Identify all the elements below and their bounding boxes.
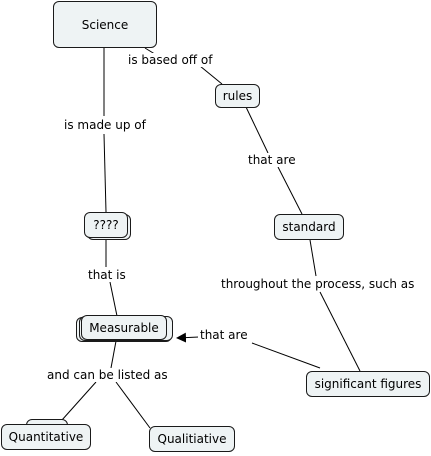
concept-qualitative-label: Qualitiative: [157, 432, 227, 446]
connector-that-is-measurable: [109, 281, 118, 317]
connector-that-are-measurable-arrow: [176, 332, 200, 343]
concept-measurable[interactable]: Measurable: [81, 315, 167, 340]
connector-standard-throughout: [309, 239, 317, 277]
concept-rules-label: rules: [222, 89, 253, 103]
connector-based-off-rules: [199, 65, 223, 85]
link-throughout: throughout the process, such as: [219, 277, 417, 291]
connector-listed-as-quantitative: [61, 381, 97, 421]
connector-rules-that-are: [245, 106, 269, 154]
concept-quantitative-label: Quantitative: [8, 430, 84, 444]
concept-unknown[interactable]: ????: [84, 212, 128, 238]
connector-listed-as-qualitative: [115, 381, 151, 429]
concept-measurable-label: Measurable: [89, 320, 159, 335]
link-based-off: is based off of: [126, 53, 215, 67]
connector-throughout-sigfigs: [319, 291, 361, 372]
concept-quantitative[interactable]: Quantitative: [1, 424, 91, 450]
concept-standard-label: standard: [282, 220, 336, 234]
link-listed-as: and can be listed as: [45, 368, 170, 382]
connector-measurable-listed-as: [110, 340, 117, 369]
link-that-are-2: that are: [198, 328, 250, 342]
concept-standard[interactable]: standard: [274, 214, 344, 240]
connector-made-up-unknown: [103, 133, 107, 213]
concept-rules[interactable]: rules: [215, 84, 260, 108]
concept-significant-figures-label: significant figures: [314, 377, 422, 391]
link-made-up-of: is made up of: [62, 118, 148, 132]
concept-qualitative[interactable]: Qualitiative: [149, 426, 235, 452]
concept-significant-figures[interactable]: significant figures: [306, 371, 430, 397]
concept-science-label: Science: [81, 17, 129, 32]
concept-science[interactable]: Science: [53, 1, 157, 48]
link-that-is: that is: [86, 268, 128, 282]
connector-sigfigs-that-are: [251, 342, 321, 369]
link-that-are-1: that are: [246, 153, 298, 167]
concept-unknown-label: ????: [93, 218, 119, 232]
connector-that-are-standard: [277, 166, 303, 215]
